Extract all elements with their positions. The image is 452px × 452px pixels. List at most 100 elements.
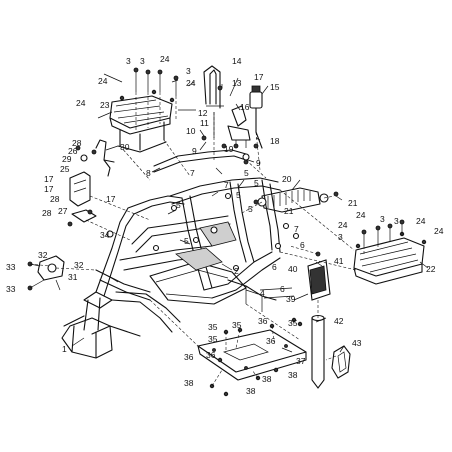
label-26: 26: [68, 146, 78, 156]
left-side-bracket: [67, 145, 97, 227]
misc-parts: [106, 222, 300, 299]
label-38: 38: [262, 374, 272, 384]
label-39: 39: [286, 294, 296, 304]
label-3: 3: [140, 56, 145, 66]
rack-fasteners-top: [133, 67, 179, 96]
label-35: 35: [288, 318, 298, 328]
label-5: 5: [254, 178, 259, 188]
label-28: 28: [72, 138, 82, 148]
label-3: 3: [380, 214, 385, 224]
pipe-42: [311, 314, 325, 389]
label-4: 4: [260, 288, 265, 298]
bracket-14: [203, 65, 224, 138]
leader-lines: [55, 73, 429, 353]
label-21: 21: [284, 206, 294, 216]
label-6: 6: [272, 262, 277, 272]
label-18: 18: [270, 136, 280, 146]
label-35: 35: [208, 322, 218, 332]
label-24: 24: [76, 98, 86, 108]
label-24: 24: [416, 216, 426, 226]
label-12: 12: [198, 108, 208, 118]
label-24: 24: [186, 78, 196, 88]
label-5: 5: [184, 236, 189, 246]
label-41: 41: [334, 256, 344, 266]
bolts-bottom: [209, 317, 303, 397]
label-10: 10: [186, 126, 196, 136]
label-13: 13: [232, 78, 242, 88]
label-40: 40: [288, 264, 298, 274]
label-3: 3: [394, 216, 399, 226]
label-17: 17: [44, 174, 54, 184]
label-5: 5: [176, 200, 181, 210]
bolts-center: [201, 85, 259, 165]
label-37: 37: [296, 356, 306, 366]
label-35: 35: [232, 320, 242, 330]
label-31: 31: [68, 272, 78, 282]
strap-8: [153, 149, 250, 173]
label-24: 24: [338, 220, 348, 230]
label-27: 27: [58, 206, 68, 216]
label-36: 36: [258, 316, 268, 326]
label-24: 24: [98, 76, 108, 86]
label-21: 21: [348, 198, 358, 208]
label-34: 34: [100, 230, 110, 240]
label-7: 7: [190, 168, 195, 178]
label-5: 5: [248, 204, 253, 214]
label-24: 24: [434, 226, 444, 236]
label-7: 7: [224, 180, 229, 190]
label-38: 38: [288, 370, 298, 380]
label-15: 15: [270, 82, 280, 92]
label-17: 17: [254, 72, 264, 82]
label-5: 5: [244, 168, 249, 178]
label-38: 38: [246, 386, 256, 396]
label-42: 42: [334, 316, 344, 326]
label-9: 9: [192, 146, 197, 156]
label-25: 25: [60, 164, 70, 174]
label-9: 9: [256, 158, 261, 168]
label-3: 3: [186, 66, 191, 76]
label-33: 33: [6, 262, 16, 272]
label-28: 28: [42, 208, 52, 218]
part-labels: 1 2 3 3 3 3 3 3 4 5 5 5 5 5 5 6 6 6 7 7 …: [6, 54, 444, 396]
floor-plate-37: [197, 329, 307, 381]
label-32: 32: [38, 250, 48, 260]
label-16: 16: [240, 102, 250, 112]
label-38: 38: [184, 378, 194, 388]
bracket-30: [95, 139, 115, 177]
label-36: 36: [184, 352, 194, 362]
label-20: 20: [282, 174, 292, 184]
reservoir-15: [227, 85, 263, 149]
label-17: 17: [44, 184, 54, 194]
label-5: 5: [236, 190, 241, 200]
shock-absorber-20: [253, 187, 339, 213]
label-24: 24: [160, 54, 170, 64]
label-22: 22: [426, 264, 436, 274]
label-7: 7: [294, 224, 299, 234]
label-24: 24: [356, 210, 366, 220]
label-36: 36: [266, 336, 276, 346]
label-1: 1: [62, 344, 67, 354]
label-2: 2: [234, 266, 239, 276]
label-36: 36: [206, 350, 216, 360]
label-33: 33: [6, 284, 16, 294]
label-3: 3: [338, 232, 343, 242]
label-19: 19: [224, 144, 234, 154]
label-43: 43: [352, 338, 362, 348]
label-8: 8: [146, 168, 151, 178]
label-11: 11: [200, 118, 209, 128]
bracket-31: [27, 255, 65, 291]
label-17: 17: [106, 194, 116, 204]
label-30: 30: [120, 142, 130, 152]
label-6: 6: [300, 240, 305, 250]
rear-rack: [353, 219, 427, 285]
assembly-lines: [29, 92, 379, 387]
label-6: 6: [280, 284, 285, 294]
label-3: 3: [126, 56, 131, 66]
label-35: 35: [208, 334, 218, 344]
label-23: 23: [100, 100, 110, 110]
label-32: 32: [74, 260, 84, 270]
label-14: 14: [232, 56, 242, 66]
label-28: 28: [50, 194, 60, 204]
label-29: 29: [62, 154, 72, 164]
